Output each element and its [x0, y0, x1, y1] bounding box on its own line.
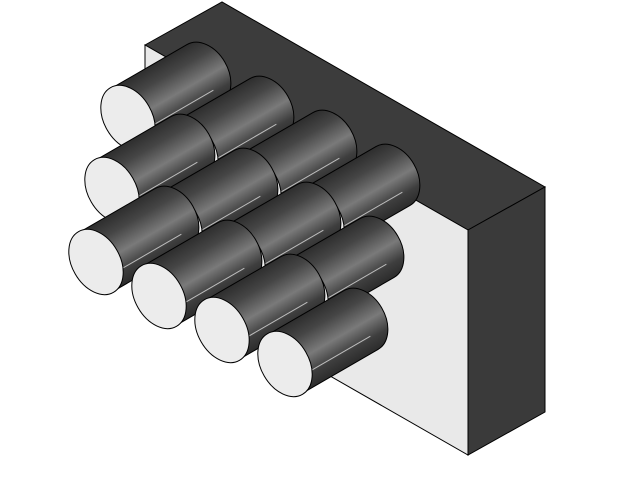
pin-cylinder — [194, 253, 326, 364]
pin-cylinder — [257, 287, 389, 398]
pin-cylinder — [68, 185, 200, 296]
block-side-face — [467, 186, 546, 456]
pin-array — [68, 41, 421, 398]
pin-cylinder — [131, 219, 263, 330]
